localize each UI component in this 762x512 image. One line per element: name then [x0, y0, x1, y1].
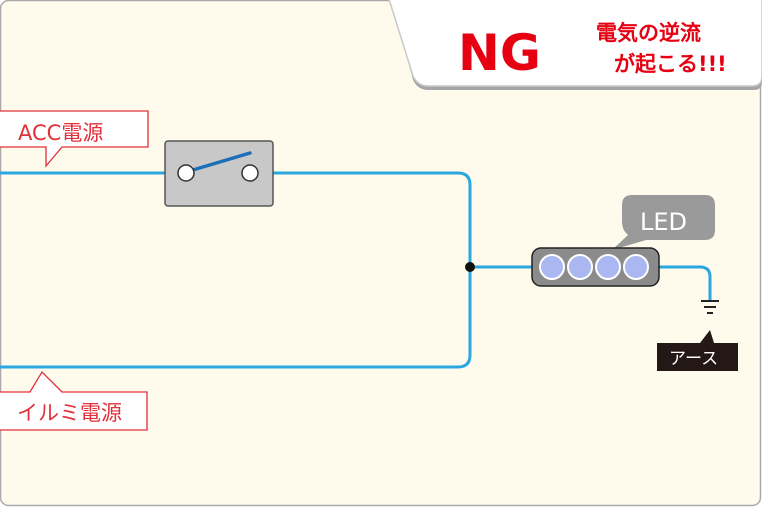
switch-terminal-right [241, 164, 259, 182]
led-bulb-2 [567, 254, 593, 280]
ng-banner: NG 電気の逆流 が起こる!!! [388, 0, 762, 90]
ng-message-line2: が起こる!!! [614, 52, 727, 76]
switch-terminal-left [177, 164, 195, 182]
ground-label-box: アース [657, 330, 738, 371]
led-label: LED [640, 208, 687, 236]
illumi-power-callout: イルミ電源 [0, 370, 148, 431]
ng-text: NG [458, 24, 541, 82]
ground-symbol-icon [701, 300, 719, 314]
led-module [531, 247, 660, 287]
led-bulb-4 [623, 254, 649, 280]
ground-label: アース [669, 349, 718, 369]
junction-dot [465, 262, 475, 272]
acc-power-callout: ACC電源 [0, 110, 149, 168]
illumi-power-label: イルミ電源 [17, 401, 122, 425]
acc-power-label: ACC電源 [18, 121, 103, 145]
switch-lever [184, 151, 252, 174]
ng-message-line1: 電気の逆流 [596, 21, 701, 45]
led-callout: LED [612, 195, 715, 250]
ground-wire [651, 265, 712, 300]
switch [164, 140, 274, 207]
led-bulb-1 [539, 254, 565, 280]
led-bulb-3 [595, 254, 621, 280]
